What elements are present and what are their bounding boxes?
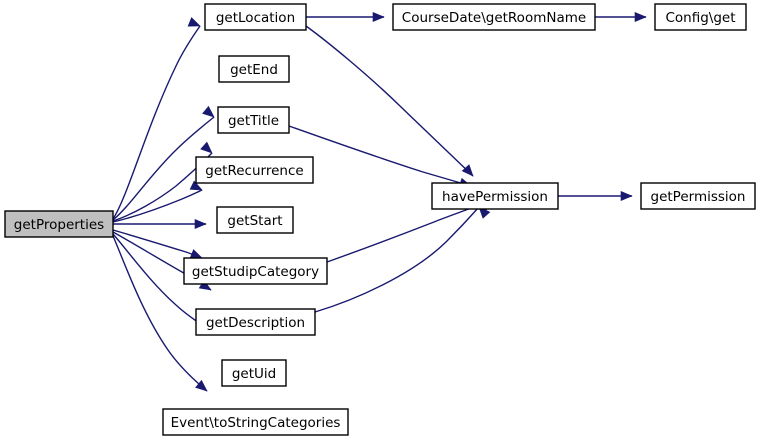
edge-get-studip-category-to-have-permission xyxy=(326,205,489,263)
edge-line xyxy=(314,206,480,313)
node-box[interactable] xyxy=(216,206,294,234)
arrow-head-icon xyxy=(195,379,208,392)
edge-line xyxy=(288,125,472,187)
arrow-head-icon xyxy=(189,180,203,191)
node-have-permission[interactable]: havePermission xyxy=(431,182,559,210)
node-box[interactable] xyxy=(218,55,290,83)
node-box[interactable] xyxy=(204,3,307,31)
arrow-head-icon xyxy=(620,190,633,202)
arrow-head-icon xyxy=(372,11,385,23)
node-box[interactable] xyxy=(217,106,290,134)
node-get-uid[interactable]: getUid xyxy=(221,359,287,387)
node-course-date-get-room-name[interactable]: CourseDate\getRoomName xyxy=(392,3,596,31)
edge-get-location-to-have-permission xyxy=(305,25,474,177)
node-box[interactable] xyxy=(392,3,596,31)
node-box[interactable] xyxy=(431,182,559,210)
edge-have-permission-to-get-permission xyxy=(558,190,633,202)
node-box[interactable] xyxy=(162,408,349,436)
edge-get-title-to-have-permission xyxy=(288,125,472,188)
edges-layer xyxy=(112,11,647,392)
edge-line xyxy=(112,189,203,223)
edge-get-properties-to-get-end xyxy=(112,105,215,221)
node-box[interactable] xyxy=(4,210,114,238)
edge-get-properties-to-event-to-string-categories xyxy=(112,235,208,392)
node-box[interactable] xyxy=(654,3,747,31)
node-box[interactable] xyxy=(221,359,287,387)
node-get-properties[interactable]: getProperties xyxy=(4,210,114,238)
node-get-title[interactable]: getTitle xyxy=(217,106,290,134)
node-get-location[interactable]: getLocation xyxy=(204,3,307,31)
node-get-recurrence[interactable]: getRecurrence xyxy=(195,156,314,184)
node-get-start[interactable]: getStart xyxy=(216,206,294,234)
edge-line xyxy=(326,205,477,263)
node-box[interactable] xyxy=(195,156,314,184)
node-get-description[interactable]: getDescription xyxy=(195,308,316,336)
edge-get-properties-to-get-recurrence xyxy=(112,180,203,223)
arrow-head-icon xyxy=(461,164,474,177)
node-get-permission[interactable]: getPermission xyxy=(640,182,756,210)
node-config-get[interactable]: Config\get xyxy=(654,3,747,31)
arrow-head-icon xyxy=(634,11,647,23)
arrow-head-icon xyxy=(187,17,201,27)
node-get-studip-category[interactable]: getStudipCategory xyxy=(183,257,328,285)
edge-line xyxy=(112,25,201,220)
edge-get-location-to-course-date-get-room-name xyxy=(306,11,385,23)
edge-get-properties-to-get-start xyxy=(113,218,207,230)
edge-line xyxy=(112,235,208,392)
node-box[interactable] xyxy=(195,308,316,336)
edge-course-date-get-room-name-to-config-get xyxy=(595,11,647,23)
arrow-head-icon xyxy=(202,105,215,118)
node-box[interactable] xyxy=(640,182,756,210)
arrow-head-icon xyxy=(200,141,213,154)
edge-line xyxy=(112,229,203,259)
edge-line xyxy=(112,116,215,221)
node-box[interactable] xyxy=(183,257,328,285)
edge-get-description-to-have-permission xyxy=(314,206,491,313)
edge-line xyxy=(305,25,474,177)
node-event-to-string-categories[interactable]: Event\toStringCategories xyxy=(162,408,349,436)
arrow-head-icon xyxy=(194,218,207,230)
edge-get-properties-to-get-location xyxy=(112,17,201,220)
node-get-end[interactable]: getEnd xyxy=(218,55,290,83)
